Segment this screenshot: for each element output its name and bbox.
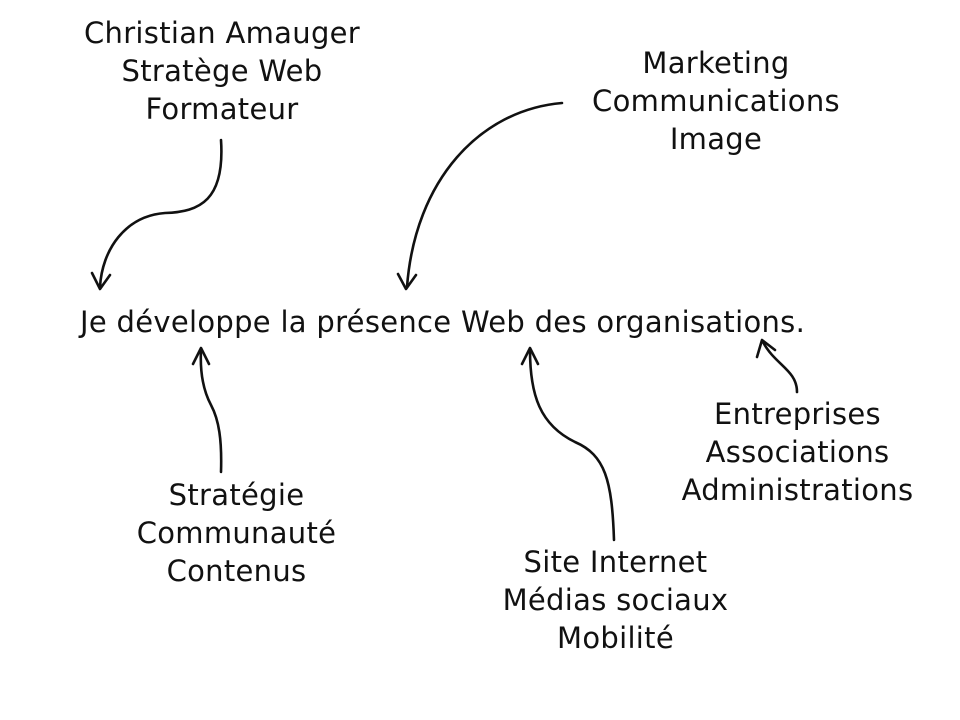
arrow-approach xyxy=(199,348,223,474)
arrow-identity xyxy=(98,138,223,289)
domains-label: Marketing Communications Image xyxy=(566,44,866,158)
approach-item: Stratégie xyxy=(168,478,305,512)
identity-name: Christian Amauger xyxy=(83,16,361,50)
arrowhead-approach xyxy=(191,346,211,366)
domain-item: Marketing xyxy=(642,46,790,80)
channels-label: Site Internet Médias sociaux Mobilité xyxy=(478,543,753,657)
center-statement: Je développe la présence Web des organis… xyxy=(80,305,806,339)
arrow-clients xyxy=(761,340,799,394)
identity-role-2: Formateur xyxy=(145,92,299,126)
identity-role: Stratège Web xyxy=(121,54,323,88)
arrowhead-channels xyxy=(520,346,540,366)
approach-item: Contenus xyxy=(166,554,307,588)
identity-label: Christian Amauger Stratège Web Formateur xyxy=(62,14,382,128)
approach-item: Communauté xyxy=(136,516,337,550)
channel-item: Site Internet xyxy=(523,545,708,579)
channel-item: Médias sociaux xyxy=(502,583,729,617)
client-item: Entreprises xyxy=(714,397,881,431)
domain-item: Communications xyxy=(592,84,840,118)
arrowhead-clients xyxy=(755,338,777,359)
domain-item: Image xyxy=(669,122,763,156)
approach-label: Stratégie Communauté Contenus xyxy=(104,476,369,590)
arrowhead-domains xyxy=(396,272,418,291)
arrowhead-identity xyxy=(90,271,112,291)
clients-label: Entreprises Associations Administrations xyxy=(660,395,935,509)
arrow-domains xyxy=(405,101,564,289)
client-item: Administrations xyxy=(681,473,914,507)
channel-item: Mobilité xyxy=(557,621,674,655)
client-item: Associations xyxy=(705,435,890,469)
arrow-channels xyxy=(528,348,616,542)
